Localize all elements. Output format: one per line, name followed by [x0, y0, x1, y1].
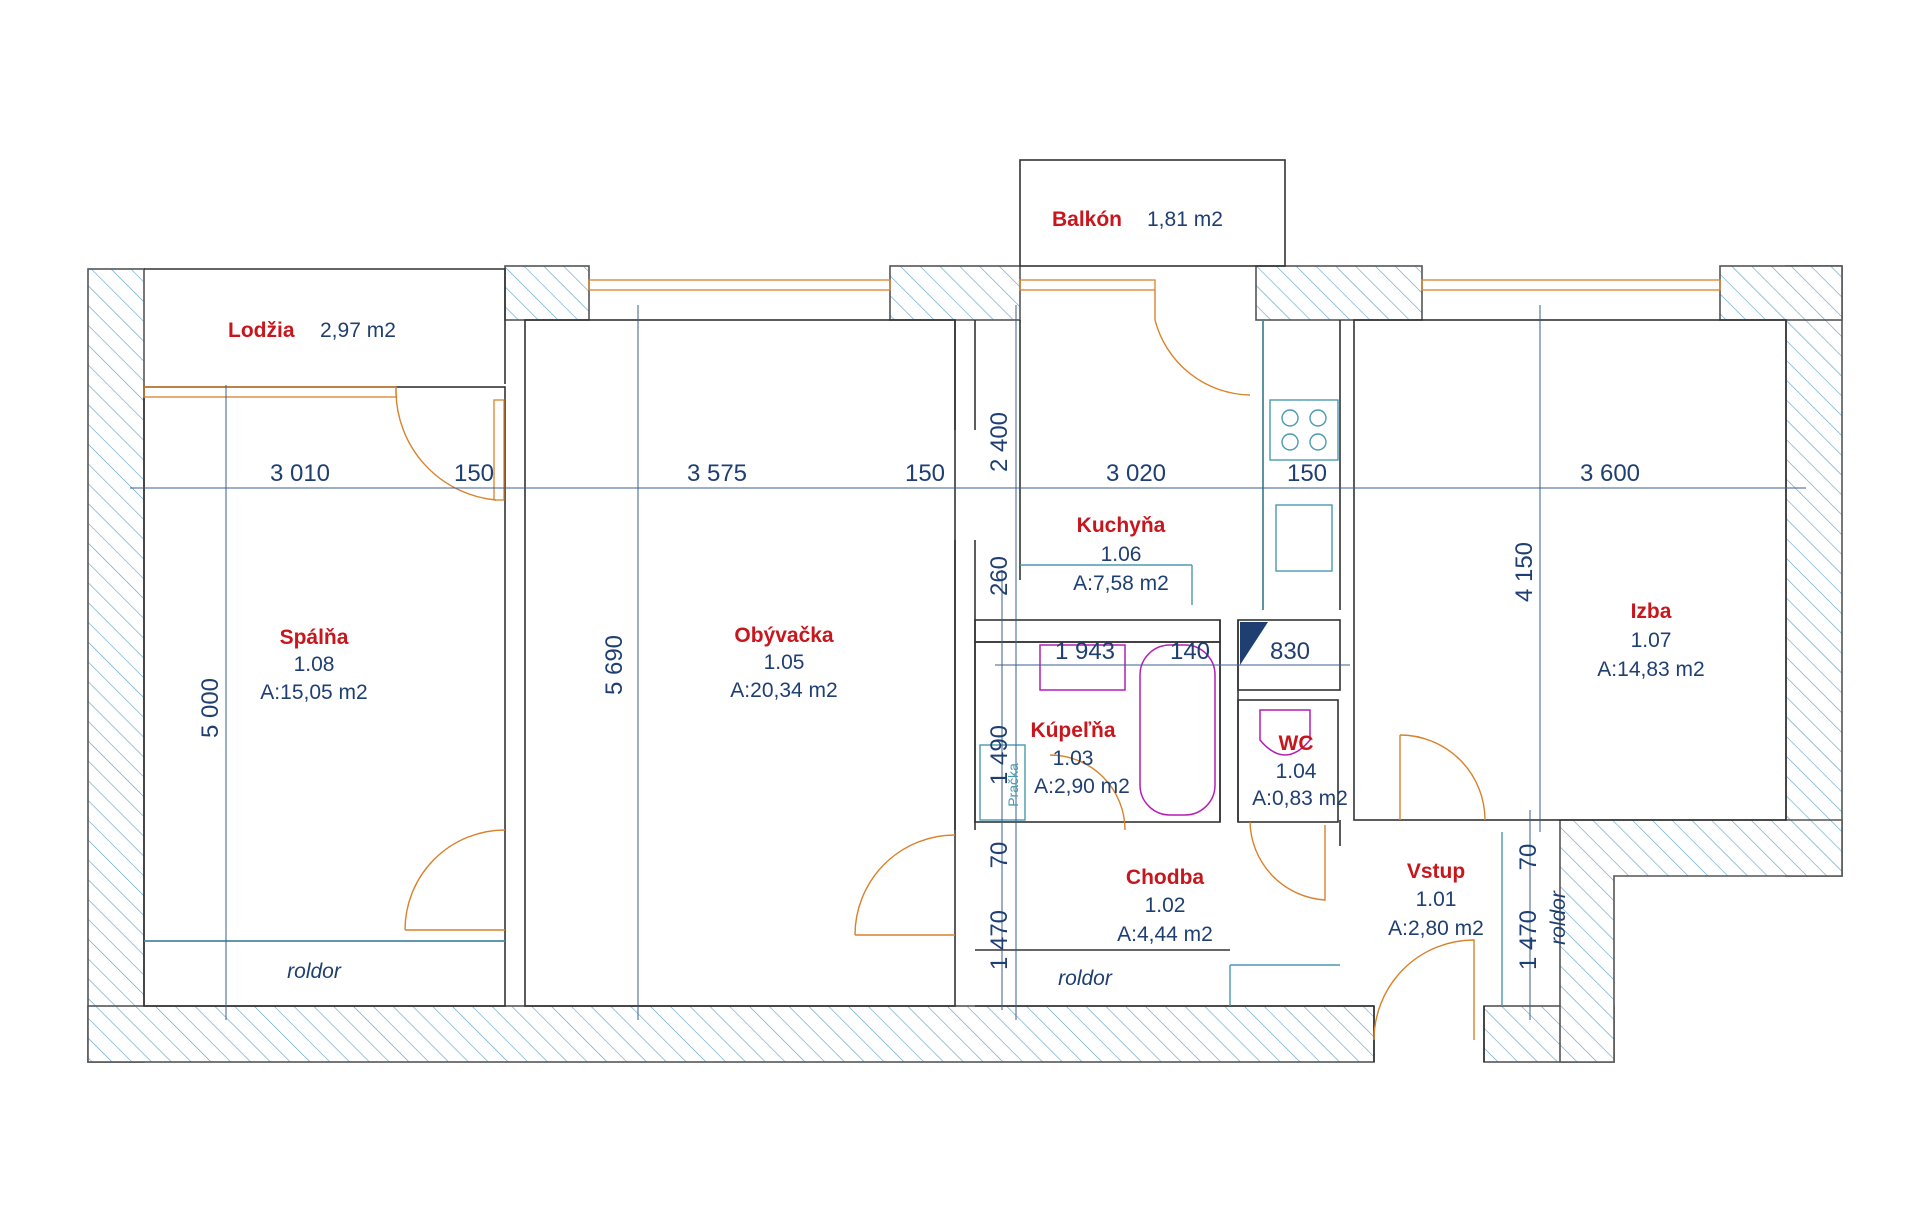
- door-vstup-top: [1399, 734, 1486, 821]
- izba-area: A:14,83 m2: [1597, 658, 1704, 681]
- dim-kupelna-depth: 1 490: [986, 725, 1013, 785]
- dim-vstup-depth: 1 470: [1515, 910, 1542, 970]
- dim-kupelna-width: 1 943: [1055, 638, 1115, 665]
- wall-left: [87, 268, 145, 1063]
- dim-kuchyna-width: 3 020: [1106, 460, 1166, 487]
- kupelna-name: Kúpeľňa: [1030, 719, 1115, 742]
- wall-right-step: [1559, 819, 1843, 1063]
- dim-izba-width: 3 600: [1580, 460, 1640, 487]
- dim-vstup-wall: 70: [1515, 844, 1542, 871]
- pracka-label: Pračka: [1005, 763, 1021, 807]
- bath-sink: [1039, 644, 1126, 691]
- dimension-lines: [130, 305, 1806, 1020]
- windows: [143, 279, 1721, 501]
- wc-area: A:0,83 m2: [1252, 787, 1348, 810]
- spalna-area: A:15,05 m2: [260, 681, 367, 704]
- wall-top-2: [889, 265, 1021, 321]
- window-lodzia-side: [493, 399, 505, 501]
- chodba-name: Chodba: [1126, 866, 1204, 889]
- kupelna-number: 1.03: [1053, 747, 1094, 770]
- dim-kuchyna-depth: 2 400: [986, 412, 1013, 472]
- dim-wall-1: 150: [454, 460, 494, 487]
- dim-wall-3: 150: [1287, 460, 1327, 487]
- window-lodzia: [143, 386, 397, 398]
- roldor-chodba: roldor: [1058, 967, 1113, 990]
- window-obyvacka: [588, 279, 891, 291]
- spalna-number: 1.08: [294, 653, 335, 676]
- chodba-number: 1.02: [1145, 894, 1186, 917]
- balkon-area: 1,81 m2: [1147, 208, 1223, 231]
- balkon-name: Balkón: [1052, 208, 1122, 231]
- roldor-vstup: roldor: [1547, 890, 1570, 945]
- izba-number: 1.07: [1631, 629, 1672, 652]
- window-kuchyna: [1019, 279, 1156, 291]
- kitchen-sink: [1275, 504, 1333, 572]
- vstup-name: Vstup: [1407, 860, 1465, 883]
- wc-name: WC: [1279, 732, 1314, 755]
- dim-obyvacka-depth: 5 690: [601, 635, 628, 695]
- obyvacka-name: Obývačka: [734, 624, 834, 647]
- wall-bottom-left: [87, 1005, 1375, 1063]
- window-izba: [1421, 279, 1721, 291]
- dim-kuchyna-wall: 260: [986, 556, 1013, 596]
- obyvacka-area: A:20,34 m2: [730, 679, 837, 702]
- dim-wall-2: 150: [905, 460, 945, 487]
- izba-name: Izba: [1631, 600, 1672, 623]
- vstup-number: 1.01: [1416, 888, 1457, 911]
- dim-obyvacka-width: 3 575: [687, 460, 747, 487]
- lodzia-area: 2,97 m2: [320, 319, 396, 342]
- doors: [395, 290, 1486, 1041]
- obyvacka-number: 1.05: [764, 651, 805, 674]
- dim-wc-width: 830: [1270, 638, 1310, 665]
- door-balkon: [1154, 290, 1251, 396]
- dim-chodba-depth: 1 470: [986, 910, 1013, 970]
- chodba-area: A:4,44 m2: [1117, 923, 1213, 946]
- door-wc: [1249, 821, 1326, 901]
- stove: [1269, 399, 1339, 461]
- wall-top-1: [504, 265, 590, 321]
- door-vstup-main: [1373, 939, 1475, 1041]
- dim-izba-depth: 4 150: [1511, 542, 1538, 602]
- dim-spalna-width: 3 010: [270, 460, 330, 487]
- door-kupelna: [1049, 754, 1126, 831]
- toilet: [1259, 709, 1311, 756]
- walls: [87, 265, 1843, 1063]
- door-spalna: [404, 829, 506, 931]
- door-lodzia: [395, 387, 497, 501]
- wall-top-3: [1255, 265, 1423, 321]
- roldor-spalna: roldor: [287, 960, 342, 983]
- kuchyna-area: A:7,58 m2: [1073, 572, 1169, 595]
- bathtub: [1139, 644, 1216, 816]
- door-chodba: [854, 834, 956, 936]
- lodzia-name: Lodžia: [228, 319, 295, 342]
- dim-kupelna-wall: 140: [1170, 638, 1210, 665]
- wc-tank: [1240, 622, 1268, 665]
- wc-number: 1.04: [1276, 760, 1317, 783]
- wall-top-4: [1719, 265, 1843, 321]
- interior-lines: [143, 159, 1787, 1062]
- vstup-area: A:2,80 m2: [1388, 917, 1484, 940]
- spalna-name: Spálňa: [280, 626, 349, 649]
- wall-right: [1785, 265, 1843, 877]
- kuchyna-name: Kuchyňa: [1077, 514, 1166, 537]
- kupelna-area: A:2,90 m2: [1034, 775, 1130, 798]
- kuchyna-number: 1.06: [1101, 543, 1142, 566]
- dim-spalna-depth: 5 000: [197, 678, 224, 738]
- dim-chodba-wall: 70: [986, 842, 1013, 869]
